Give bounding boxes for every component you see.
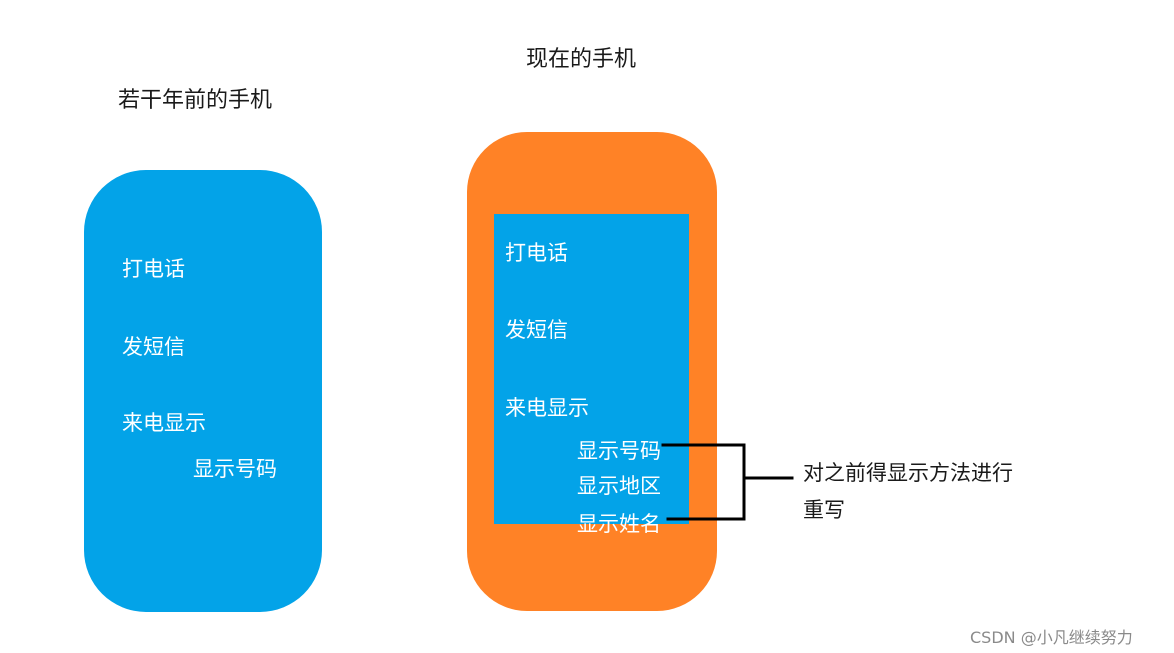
new-phone-title: 现在的手机: [526, 47, 637, 72]
new-phone-screen: [494, 214, 689, 524]
new-feature-sms: 发短信: [505, 318, 568, 342]
new-subfeature-show-name: 显示姓名: [577, 512, 661, 536]
new-subfeature-show-region: 显示地区: [577, 474, 661, 498]
old-subfeature-show-number: 显示号码: [193, 457, 277, 481]
old-feature-caller-id: 来电显示: [122, 411, 206, 435]
annotation-line-2: 重写: [803, 498, 845, 522]
new-feature-caller-id: 来电显示: [505, 396, 589, 420]
watermark: CSDN @小凡继续努力: [970, 628, 1133, 647]
new-feature-call: 打电话: [505, 241, 568, 265]
old-feature-call: 打电话: [122, 257, 185, 281]
old-phone-body: [84, 170, 322, 612]
old-feature-sms: 发短信: [122, 335, 185, 359]
annotation-line-1: 对之前得显示方法进行: [803, 461, 1013, 485]
new-subfeature-show-number: 显示号码: [577, 439, 661, 463]
old-phone-title: 若干年前的手机: [118, 88, 273, 113]
